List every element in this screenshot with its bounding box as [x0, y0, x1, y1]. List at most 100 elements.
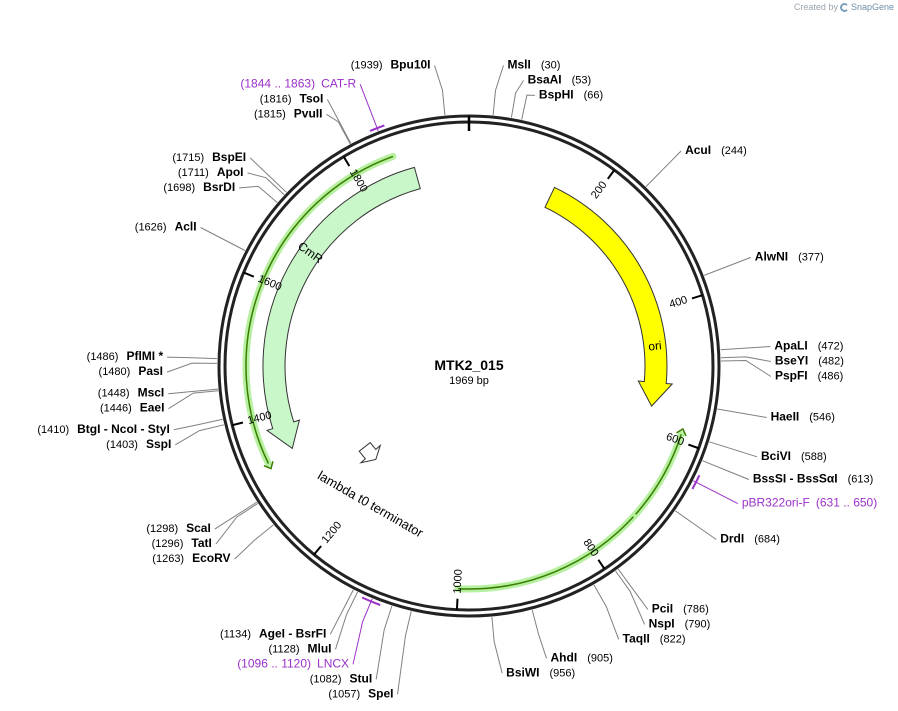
site-name: AhdI — [551, 651, 578, 665]
plasmid-size: 1969 bp — [449, 375, 489, 387]
site-leader-line — [709, 441, 758, 458]
tick-label: 1200 — [320, 519, 345, 546]
tick-label: 1000 — [452, 569, 465, 594]
leader-layer — [166, 65, 772, 695]
primer-leader-line — [359, 84, 379, 132]
site-name: EaeI — [140, 401, 165, 415]
site-position: (1939) — [351, 59, 383, 71]
site-position: (1128) — [269, 643, 300, 655]
tick-label: 600 — [664, 431, 685, 448]
site-position: (546) — [809, 411, 835, 423]
backbone — [217, 114, 721, 618]
restriction-site-label: BciVI(588) — [761, 449, 827, 463]
site-name: AlwNI — [755, 250, 788, 264]
restriction-site-label: (1263)EcoRV — [152, 551, 230, 565]
site-position: (1410) — [37, 424, 69, 436]
site-name: ApoI — [217, 165, 244, 179]
site-name: BspEI — [212, 150, 246, 164]
site-position: (822) — [660, 633, 686, 645]
site-position: (613) — [848, 473, 874, 485]
site-position: (1815) — [254, 108, 286, 120]
site-position: (472) — [818, 340, 844, 352]
restriction-site-label: (1296)TatI — [152, 536, 212, 550]
site-leader-line — [397, 611, 412, 695]
restriction-site-label: PspFI (486) — [775, 369, 843, 383]
site-leader-line — [173, 418, 223, 431]
site-name: TaqII — [623, 632, 650, 646]
site-position: (1134) — [220, 628, 251, 640]
primer-label: (1844 .. 1863)CAT-R — [240, 76, 356, 90]
feature-highlight-line — [635, 434, 682, 515]
credit-brand: SnapGene — [850, 2, 894, 12]
site-leader-line — [167, 356, 218, 360]
tick-mark — [597, 559, 606, 570]
credit: Created by SnapGene — [794, 2, 894, 12]
feature-highlight-line — [245, 155, 394, 464]
restriction-site-label: DrdI (684) — [720, 532, 780, 546]
site-leader-line — [615, 570, 646, 625]
site-name: MslI — [507, 58, 530, 72]
restriction-site-label: MslI(30) — [507, 58, 560, 72]
site-name: BsiWI — [506, 666, 539, 680]
site-leader-line — [247, 172, 285, 196]
tick-label: 400 — [668, 294, 689, 311]
site-name: BsaAI — [528, 73, 562, 87]
restriction-site-label: AcuI(244) — [685, 143, 747, 157]
site-position: (486) — [818, 370, 844, 382]
site-name: BsrDI — [203, 180, 235, 194]
restriction-site-label: TaqII (822) — [623, 632, 686, 646]
site-position: (1480) — [99, 366, 131, 378]
site-name: DrdI — [720, 532, 744, 546]
site-position: (1263) — [152, 553, 184, 565]
site-name: ScaI — [186, 521, 211, 535]
site-position: (1057) — [328, 688, 360, 700]
restriction-site-label: (1816)TsoI — [260, 91, 324, 105]
restriction-site-label: AlwNI (377) — [755, 250, 824, 264]
site-name: PasI — [138, 364, 163, 378]
site-position: (66) — [584, 89, 604, 101]
primer-name: (631 .. 650) — [816, 496, 877, 510]
site-leader-line — [215, 502, 259, 545]
restriction-site-label: (1480) PasI — [99, 364, 163, 378]
primer-label: pBR322ori-F(631 .. 650) — [742, 496, 877, 510]
restriction-site-label: AhdI(905) — [551, 651, 613, 665]
restriction-site-label: (1134)AgeI - BsrFI — [220, 626, 326, 640]
site-leader-line — [214, 501, 258, 530]
center-label: MTK2_015 1969 bp — [434, 357, 503, 387]
restriction-site-label: BseYI(482) — [775, 354, 844, 368]
restriction-site-label: (1626)AclI — [135, 220, 197, 234]
site-leader-line — [531, 609, 547, 659]
restriction-site-label: BspHI (66) — [539, 88, 603, 102]
feature-highlight-band — [454, 510, 640, 593]
site-name: BciVI — [761, 449, 791, 463]
site-leader-line — [702, 460, 750, 480]
site-leader-line — [720, 356, 771, 362]
site-name: BspHI — [539, 88, 574, 102]
site-position: (377) — [798, 251, 824, 263]
restriction-site-label: (1448)MscI — [98, 386, 164, 400]
site-position: (684) — [754, 533, 780, 545]
site-leader-line — [239, 185, 278, 203]
site-position: (482) — [818, 355, 844, 367]
site-name: SpeI — [368, 686, 393, 700]
primer-binding-arc — [691, 474, 701, 490]
site-position: (956) — [550, 667, 576, 679]
site-leader-line — [510, 80, 525, 118]
site-name: PspFI — [775, 369, 808, 383]
highlight-arrowhead — [676, 427, 687, 437]
site-leader-line — [335, 591, 359, 650]
site-position: (1698) — [163, 182, 195, 194]
site-name: BssSI - BssSαI — [753, 472, 838, 486]
restriction-site-label: (1403)SspI — [106, 437, 171, 451]
site-position: (786) — [683, 603, 709, 615]
feature-highlight-line — [457, 513, 637, 590]
site-position: (1296) — [152, 538, 184, 550]
site-leader-line — [166, 362, 218, 373]
tick-mark — [243, 271, 255, 278]
restriction-site-label: (1082)StuI — [310, 671, 372, 685]
primer-leader-line — [352, 598, 373, 665]
site-leader-line — [720, 346, 771, 351]
